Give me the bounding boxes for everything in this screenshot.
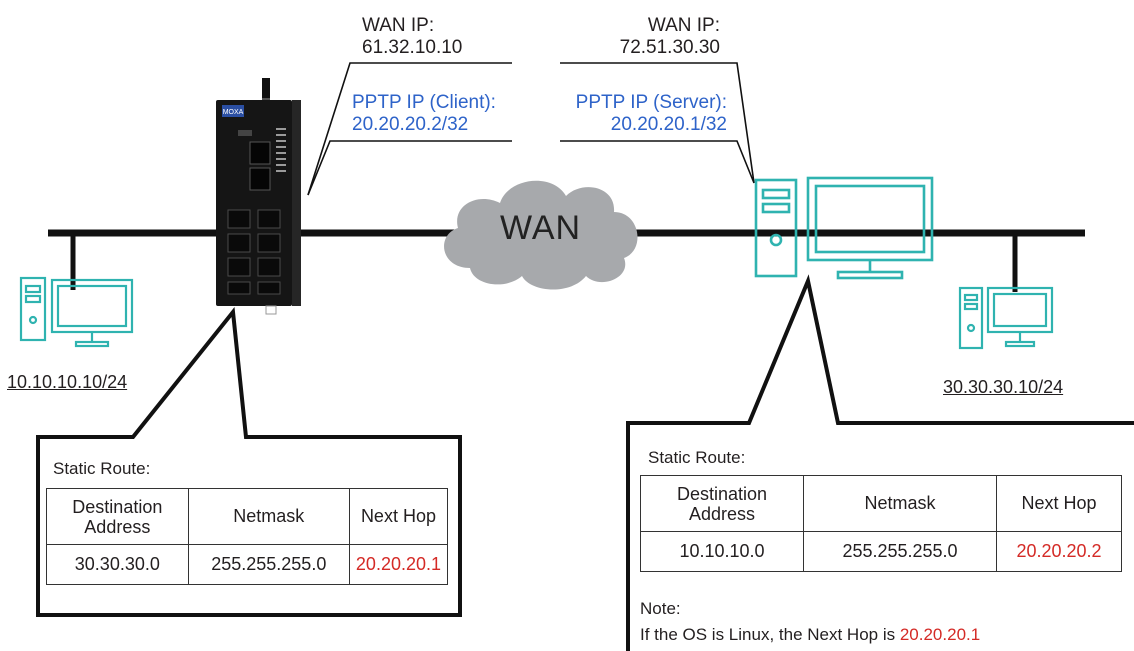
route-netmask-cell: 255.255.255.0 xyxy=(187,544,350,585)
route-next-hop-cell: 20.20.20.2 xyxy=(996,531,1122,572)
route-header-next-hop: Next Hop xyxy=(348,488,449,545)
route-netmask-cell: 255.255.255.0 xyxy=(803,531,997,572)
right-lan-subnet: 30.30.30.10/24 xyxy=(943,377,1064,397)
right-wan-ip-label: WAN IP: xyxy=(647,15,720,36)
left-pptp-callout xyxy=(307,140,512,196)
route-header-destination: Destination Address xyxy=(640,475,804,532)
route-header-destination: Destination Address xyxy=(46,488,189,545)
right-route-caption: Static Route: xyxy=(648,448,746,467)
right-wan-ip-value: 72.51.30.30 xyxy=(619,37,720,58)
left-wan-ip-value: 61.32.10.10 xyxy=(362,37,463,58)
note-text: If the OS is Linux, the Next Hop is xyxy=(640,625,900,644)
right-route-table: Destination Address Netmask Next Hop 10.… xyxy=(640,475,1122,572)
right-wan-callout xyxy=(560,62,755,184)
note-next-hop-value: 20.20.20.1 xyxy=(899,625,981,644)
left-pptp-value: 20.20.20.2/32 xyxy=(352,114,469,135)
right-pptp-callout xyxy=(560,140,755,184)
note-line: If the OS is Linux, the Next Hop is 20.2… xyxy=(640,622,980,648)
route-destination-cell: 30.30.30.0 xyxy=(46,544,189,585)
router-device-icon: MOXA xyxy=(216,78,301,315)
right-pptp-value: 20.20.20.1/32 xyxy=(610,114,727,135)
note-label: Note: xyxy=(640,599,681,618)
desktop-pc-icon xyxy=(754,176,934,280)
left-route-table: Destination Address Netmask Next Hop 30.… xyxy=(46,488,449,585)
device-brand: MOXA xyxy=(223,109,244,116)
route-header-next-hop: Next Hop xyxy=(996,475,1122,532)
route-header-netmask: Netmask xyxy=(803,475,997,532)
route-next-hop-cell: 20.20.20.1 xyxy=(348,544,449,585)
left-lan-subnet: 10.10.10.10/24 xyxy=(7,372,128,392)
left-wan-ip-label: WAN IP: xyxy=(362,15,435,36)
left-pptp-label: PPTP IP (Client): xyxy=(352,92,496,113)
route-destination-cell: 10.10.10.0 xyxy=(640,531,804,572)
desktop-pc-icon xyxy=(19,276,134,348)
wan-cloud-label: WAN xyxy=(500,209,582,247)
desktop-pc-icon xyxy=(958,286,1054,350)
right-pptp-label: PPTP IP (Server): xyxy=(575,92,727,113)
left-wan-callout xyxy=(307,62,512,196)
cloud-icon xyxy=(444,180,638,290)
route-header-netmask: Netmask xyxy=(187,488,350,545)
left-route-caption: Static Route: xyxy=(53,459,151,478)
